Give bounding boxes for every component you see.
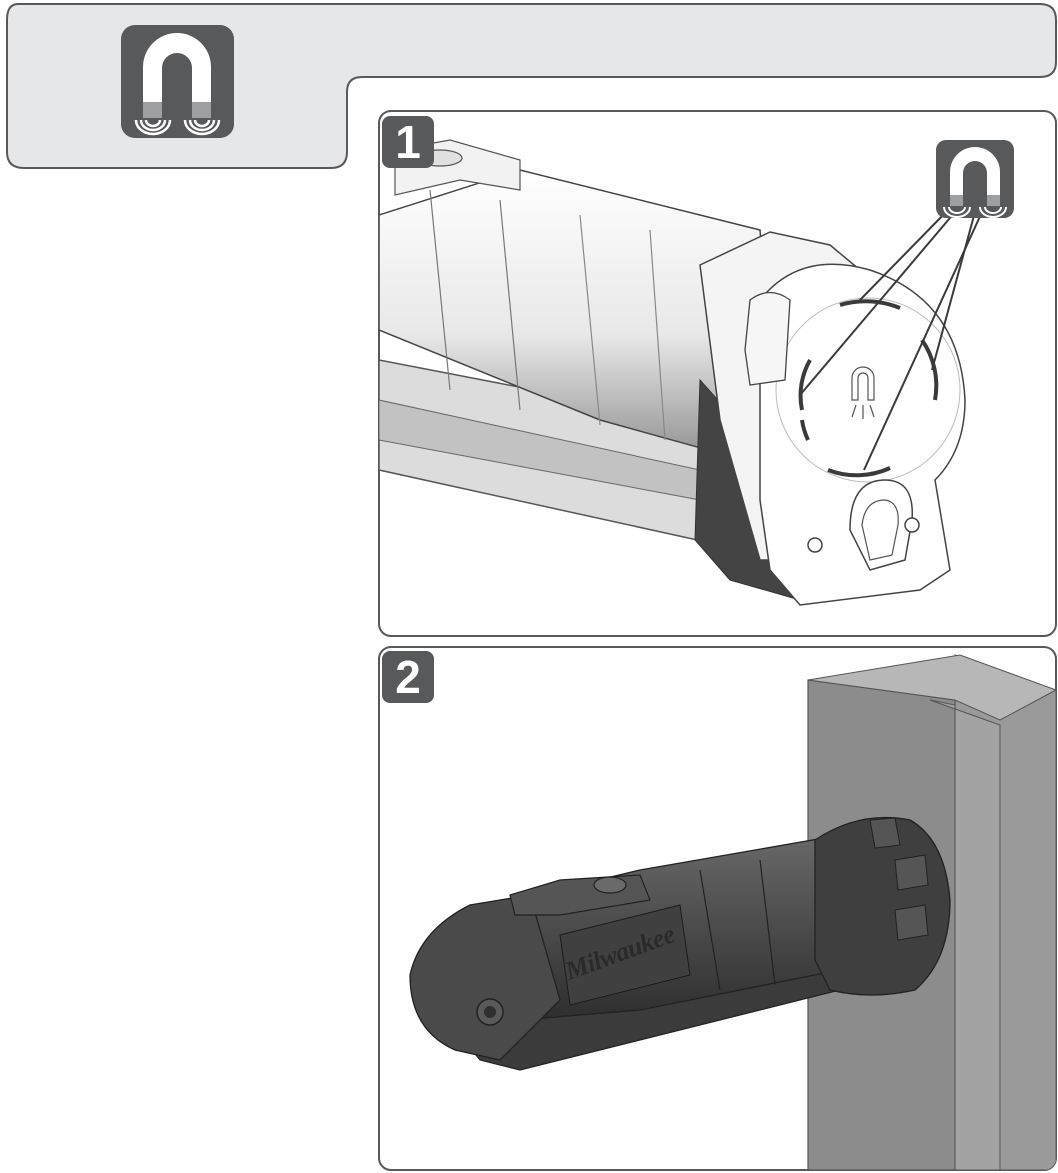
header-panel	[6, 3, 1057, 169]
magnet-icon	[121, 25, 234, 138]
step-number-2: 2	[382, 651, 434, 703]
step2-illustration	[409, 654, 1056, 1170]
step1-illustration	[379, 139, 983, 606]
step-number-1: 1	[382, 116, 434, 168]
step1-magnet-icon	[936, 140, 1014, 218]
